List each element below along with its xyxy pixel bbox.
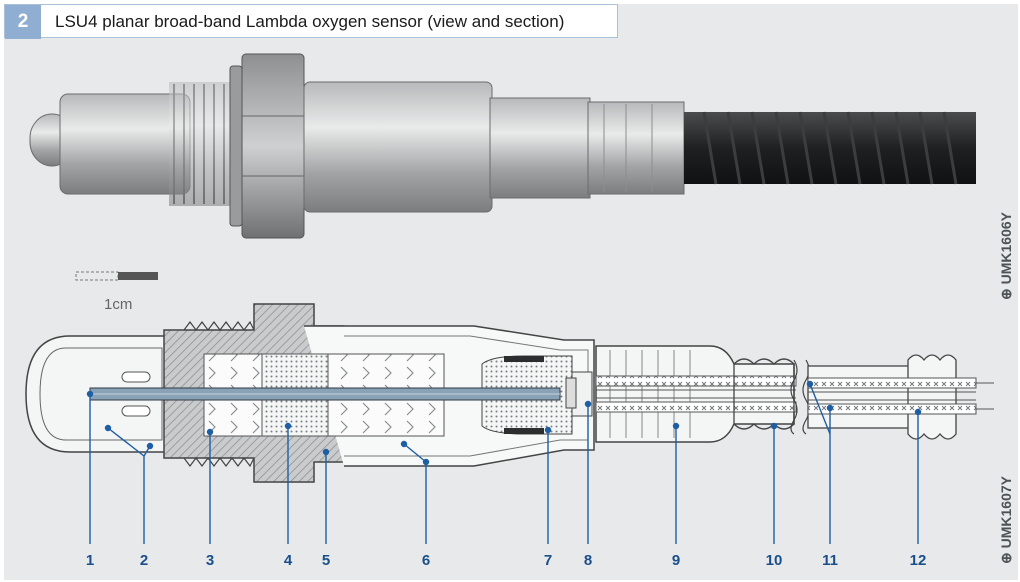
sensor-illustration (25, 53, 994, 544)
callout-8: 8 (583, 552, 593, 569)
callout-10: 10 (765, 552, 783, 569)
callout-11: 11 (822, 552, 838, 569)
callout-2: 2 (139, 552, 149, 569)
callout-1: 1 (85, 552, 95, 569)
image-code-section: ⊕ UMK1607Y (998, 476, 1014, 564)
callout-12: 12 (909, 552, 927, 569)
scale-label: 1cm (104, 296, 133, 313)
callout-9: 9 (671, 552, 681, 569)
callout-7: 7 (543, 552, 553, 569)
image-code-view: ⊕ UMK1606Y (998, 212, 1014, 300)
callout-6: 6 (421, 552, 431, 569)
figure-frame: 2 LSU4 planar broad-band Lambda oxygen s… (4, 4, 1018, 580)
callout-5: 5 (321, 552, 331, 569)
callout-4: 4 (283, 552, 293, 569)
figure-title: LSU4 planar broad-band Lambda oxygen sen… (55, 12, 565, 31)
figure-title-bar: 2 LSU4 planar broad-band Lambda oxygen s… (4, 4, 618, 39)
scale-bar (75, 271, 158, 281)
sensor-section-view (25, 303, 994, 483)
figure-number: 2 (5, 5, 41, 39)
leader-lines (86, 380, 922, 544)
sensor-photo-view (29, 53, 976, 239)
callout-3: 3 (205, 552, 215, 569)
